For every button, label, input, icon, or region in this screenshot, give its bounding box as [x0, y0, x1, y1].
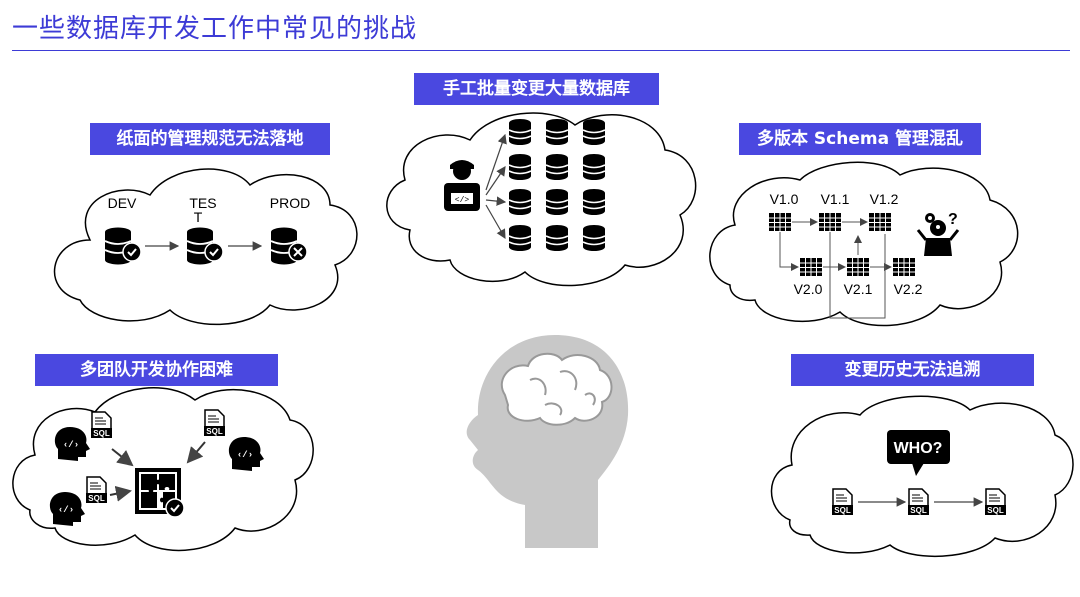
- env-test-label-wrap: T: [194, 209, 203, 225]
- version-label: V2.1: [844, 281, 873, 297]
- env-prod-label: PROD: [270, 195, 310, 211]
- table-icon: [768, 212, 792, 232]
- table-icon: [892, 257, 916, 277]
- sql-file-icon: SQL: [85, 476, 108, 504]
- brain-head-illustration: [466, 335, 629, 548]
- database-ok-icon: [104, 226, 142, 266]
- collab-arrows: [109, 441, 206, 502]
- developer-icon: </>: [444, 160, 480, 211]
- heading-bulk-changes: 手工批量变更大量数据库: [414, 73, 659, 105]
- svg-text:SQL: SQL: [834, 506, 851, 515]
- table-icon: [846, 257, 870, 277]
- version-branch-lines: [779, 218, 892, 319]
- svg-text:SQL: SQL: [910, 506, 927, 515]
- database-ok-icon: [186, 226, 224, 266]
- sql-file-icon: SQL: [831, 488, 854, 516]
- sql-file-icon: SQL: [907, 488, 930, 516]
- cloud-bulk: [386, 112, 697, 287]
- svg-text:SQL: SQL: [88, 494, 105, 503]
- env-dev-label: DEV: [108, 195, 137, 211]
- env-test-label: TES: [189, 195, 216, 211]
- version-label: V1.2: [870, 191, 899, 207]
- cloud-schema: [709, 161, 1019, 327]
- version-label: V2.0: [794, 281, 823, 297]
- svg-text:</>: </>: [455, 196, 470, 205]
- table-icon: [799, 257, 823, 277]
- version-label: V1.1: [821, 191, 850, 207]
- title-underline: [12, 50, 1070, 51]
- table-icon: [868, 212, 892, 232]
- confused-person-icon: ?: [916, 211, 960, 256]
- svg-text:SQL: SQL: [93, 429, 110, 438]
- heading-paper-management: 纸面的管理规范无法落地: [90, 123, 330, 155]
- svg-text:SQL: SQL: [987, 506, 1004, 515]
- svg-text:WHO?: WHO?: [894, 440, 943, 457]
- version-label: V2.2: [894, 281, 923, 297]
- puzzle-board-icon: [135, 468, 185, 518]
- page-title: 一些数据库开发工作中常见的挑战: [12, 14, 418, 44]
- svg-text:SQL: SQL: [206, 427, 223, 436]
- sql-file-icon: SQL: [203, 409, 226, 437]
- who-speech-bubble: WHO?: [887, 430, 950, 476]
- svg-text:?: ?: [948, 211, 958, 228]
- version-label: V1.0: [770, 191, 799, 207]
- heading-team-collab: 多团队开发协作困难: [35, 354, 278, 386]
- fanout-lines: [485, 133, 507, 240]
- database-fail-icon: [270, 226, 308, 266]
- heading-schema-versions: 多版本 Schema 管理混乱: [739, 123, 981, 155]
- table-icon: [818, 212, 842, 232]
- heading-history: 变更历史无法追溯: [791, 354, 1034, 386]
- sql-file-icon: SQL: [984, 488, 1007, 516]
- cloud-history: [770, 395, 1074, 558]
- sql-file-icon: SQL: [90, 411, 113, 439]
